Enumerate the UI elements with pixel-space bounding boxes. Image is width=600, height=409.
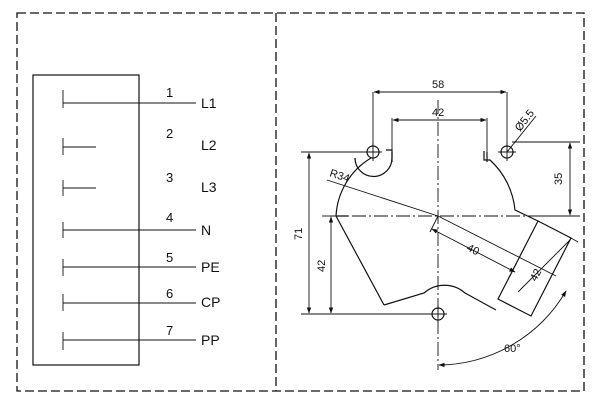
- dim-40-ext-start: [429, 215, 439, 233]
- dim-42-diag-line: [517, 239, 571, 293]
- pin-2: 2 L2: [62, 126, 217, 155]
- outer-frame: [16, 12, 585, 392]
- dim-40-text: 40: [465, 242, 481, 258]
- dimension-hole-diameter: Ø5.5: [506, 108, 537, 153]
- pin-3-label: L3: [201, 179, 217, 195]
- dim-35-text: 35: [553, 173, 565, 185]
- dimension-42-left: 42: [316, 215, 336, 314]
- angle-ray: [437, 215, 557, 277]
- dim-42-diag-text: 42: [528, 267, 544, 283]
- dimension-42-diagonal: 42: [517, 237, 579, 293]
- pin-1-number: 1: [166, 85, 173, 100]
- pin-7-label: PP: [201, 332, 220, 348]
- dimension-40: 40: [429, 215, 516, 273]
- dim-40-line: [431, 228, 516, 273]
- dimension-35: 35: [512, 141, 580, 217]
- pin-4-number: 4: [166, 210, 173, 225]
- pin-7-number: 7: [166, 323, 173, 338]
- angle-text: 60°: [504, 343, 521, 355]
- dim-42-left-text: 42: [316, 260, 328, 272]
- mechanical-drawing: 58 42 Ø5.5 35 R34: [293, 79, 580, 370]
- pin-3-number: 3: [166, 170, 173, 185]
- dimension-angle-60: 60°: [437, 215, 567, 368]
- pin-2-label: L2: [201, 137, 217, 153]
- dimension-71: 71: [293, 151, 430, 315]
- pin-5: 5 PE: [62, 250, 220, 276]
- pin-6-number: 6: [166, 286, 173, 301]
- pin-3: 3 L3: [62, 170, 217, 196]
- r34-text: R34: [328, 167, 351, 185]
- dimension-42-top: 42: [391, 107, 488, 152]
- pin-5-label: PE: [201, 259, 220, 275]
- wiring-diagram: 1 L1 2 L2 3 L3 4 N 5 PE: [32, 74, 220, 366]
- pin-1: 1 L1: [62, 85, 217, 111]
- pin-7: 7 PP: [62, 323, 220, 350]
- dimension-58: 58: [372, 79, 508, 146]
- pin-4-label: N: [201, 222, 211, 238]
- pin-4: 4 N: [62, 210, 211, 238]
- pin-2-number: 2: [166, 126, 173, 141]
- pin-1-label: L1: [201, 95, 217, 111]
- angle-arc: [438, 290, 567, 368]
- dim-42-diag-ext: [570, 237, 579, 243]
- socket-outline: [335, 149, 539, 311]
- hole-diameter-text: Ø5.5: [513, 108, 537, 134]
- pin-6-label: CP: [201, 294, 220, 310]
- dim-58-text: 58: [432, 79, 444, 91]
- dim-71-text: 71: [293, 228, 305, 240]
- hole-leader: [506, 115, 537, 153]
- r34-leader: [326, 179, 439, 217]
- dim-42-top-text: 42: [432, 107, 444, 119]
- connector-housing: [32, 74, 140, 366]
- pin-5-number: 5: [166, 250, 173, 265]
- dimension-r34: R34: [326, 167, 439, 217]
- pin-6: 6 CP: [62, 286, 220, 311]
